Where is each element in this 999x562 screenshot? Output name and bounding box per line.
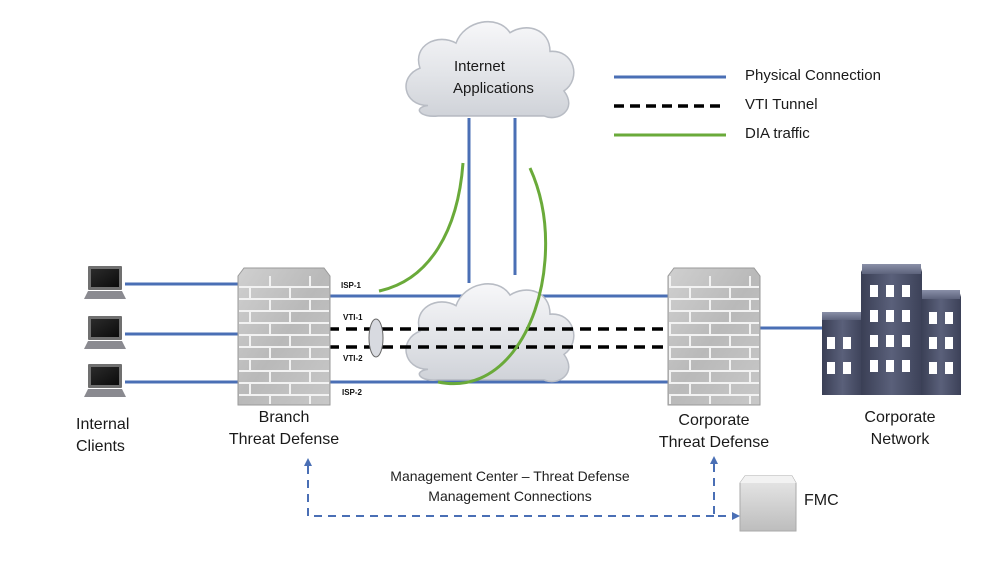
isp1-label: ISP-1 [341,281,362,290]
building-window [843,362,851,374]
wan-cloud [405,283,575,383]
building-window [870,360,878,372]
vti2-label: VTI-2 [343,354,363,363]
internal-clients-line2: Clients [76,438,125,455]
isp2-label: ISP-2 [342,388,363,397]
corporate-fw-line1: Corporate [678,412,750,429]
management-line1: Management Center – Threat Defense [390,468,630,484]
vti-tunnels [328,327,670,349]
corporate-network-label: Corporate Network [840,407,960,451]
arrow-right-fmc-icon [732,512,740,520]
internal-clients-label: Internal Clients [76,414,129,458]
legend-label-physical: Physical Connection [745,67,881,84]
arrow-up-corporate-icon [710,456,718,464]
branch-fw-line2: Threat Defense [228,431,340,448]
arrow-up-branch-icon [304,458,312,466]
branch-fw-label: Branch Threat Defense [214,407,354,451]
building-window [902,335,910,347]
vti1-label: VTI-1 [343,313,363,322]
laptop-icon-1 [84,266,126,299]
corporate-firewall-icon [667,267,761,406]
corporate-fw-line2: Threat Defense [658,434,770,451]
building-window [902,285,910,297]
building-window [886,335,894,347]
internal-clients-line1: Internal [76,416,130,433]
building-window [945,362,953,374]
management-line2: Management Connections [428,488,592,504]
legend-label-dia: DIA traffic [745,125,810,142]
building-window [827,337,835,349]
building-window [902,310,910,322]
legend-label-tunnel: VTI Tunnel [745,96,818,113]
fmc-appliance-icon [739,475,797,532]
internet-cloud-label: Internet Applications [430,56,540,100]
building-window [945,312,953,324]
building-window [886,310,894,322]
branch-firewall-icon [237,267,331,406]
internet-cloud-line2: Applications [453,80,534,97]
dia-traffic [378,162,548,386]
dia-curve-isp2 [437,167,548,386]
building-icon [822,264,961,395]
building-window [870,335,878,347]
building-window [843,337,851,349]
corporate-network-line2: Network [870,431,930,448]
corporate-fw-label: Corporate Threat Defense [644,410,784,454]
legend-swatches [614,75,726,137]
fmc-label: FMC [804,492,839,509]
internet-cloud-line1: Internet [454,58,505,75]
building-window [929,362,937,374]
building-window [929,337,937,349]
laptop-icon-3 [84,364,126,397]
building-window [902,360,910,372]
building-window [870,310,878,322]
branch-fw-line1: Branch [258,409,310,426]
laptop-icon-2 [84,316,126,349]
building-window [827,362,835,374]
dia-curve-isp1 [378,162,465,293]
management-label: Management Center – Threat Defense Manag… [360,466,660,506]
mgmt-link-corporate [713,464,734,517]
tunnel-group-ellipse [368,318,384,358]
mgmt-link-branch [307,466,714,517]
management-links [307,464,734,517]
building-window [886,360,894,372]
building-window [886,285,894,297]
building-window [929,312,937,324]
corporate-network-line1: Corporate [864,409,936,426]
building-window [945,337,953,349]
building-window [870,285,878,297]
